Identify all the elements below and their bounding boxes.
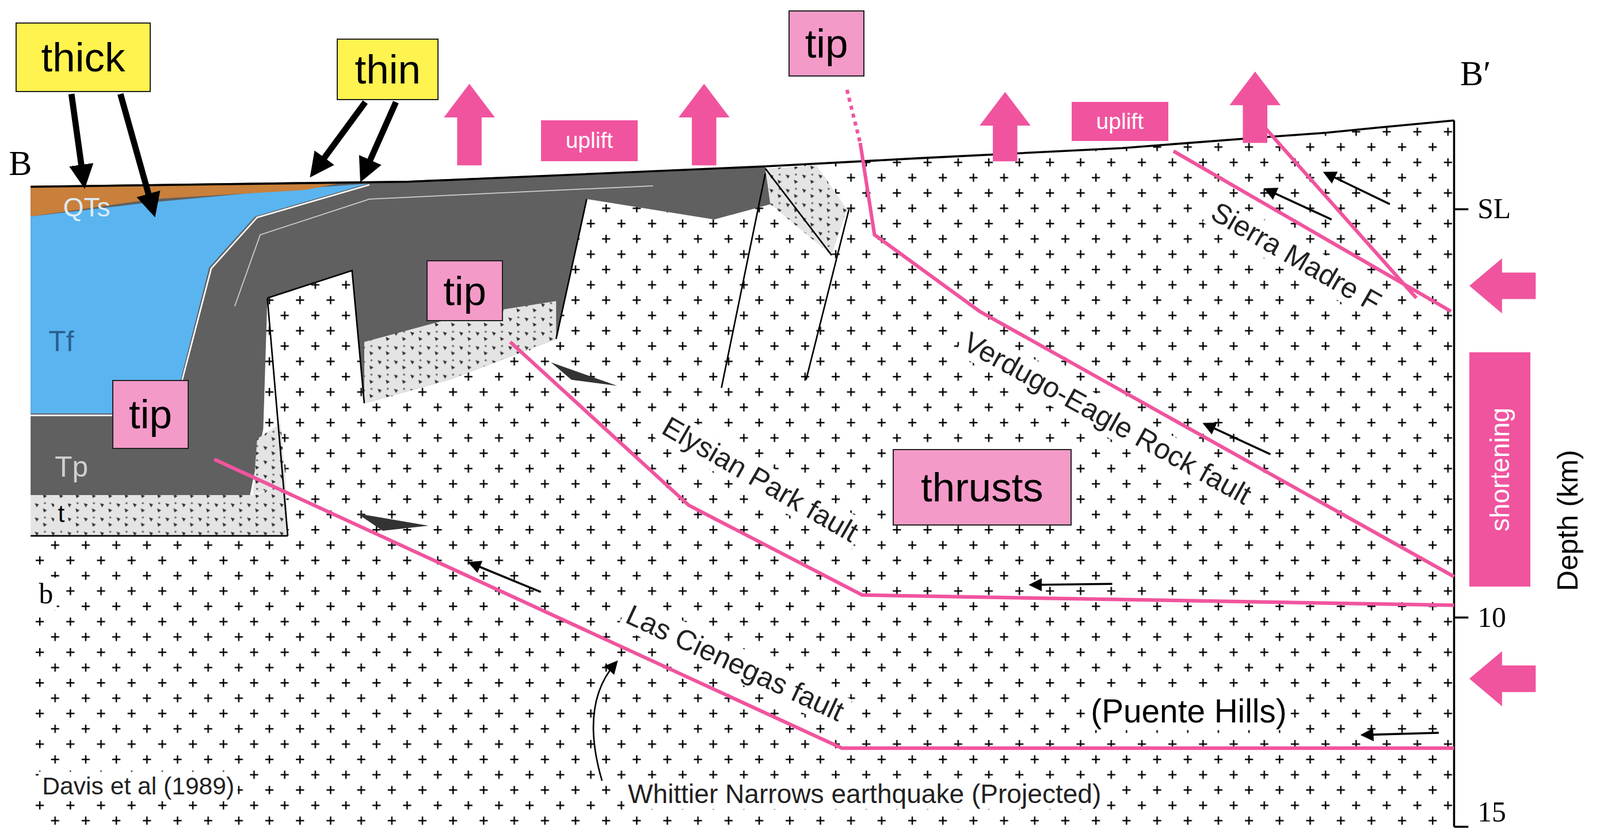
- section-label: QTs: [63, 191, 111, 223]
- callout-arrow: [363, 101, 396, 176]
- callout-box: tip: [788, 10, 864, 77]
- slip-arrow: [1032, 583, 1112, 585]
- fault-tip-dotted: [847, 89, 861, 143]
- slip-arrow: [1326, 173, 1390, 204]
- fault-line: [509, 341, 1454, 605]
- callout-text: thrusts: [920, 463, 1044, 512]
- slip-arrow: [1364, 732, 1439, 735]
- slip-arrow: [1206, 424, 1271, 455]
- callout-arrow: [314, 101, 366, 172]
- section-label: Tp: [54, 450, 89, 484]
- slip-arrow: [471, 563, 542, 593]
- callout-text: thick: [41, 33, 126, 82]
- uplift-arrow: [1229, 71, 1281, 143]
- section-label: B′: [1460, 53, 1491, 94]
- section-label: B: [8, 143, 32, 184]
- callout-box: thin: [336, 38, 439, 100]
- slip-arrows: [471, 173, 1439, 735]
- callout-arrows: [71, 93, 396, 211]
- callout-text: shortening: [1484, 407, 1516, 532]
- slip-arrow: [1267, 189, 1332, 220]
- breccia-layer: [765, 165, 848, 255]
- thrust-tooth: [550, 362, 617, 386]
- section-label: b: [35, 577, 57, 611]
- section-label: Depth (km): [1552, 450, 1586, 592]
- pink-block-arrows: [443, 71, 1536, 707]
- callout-box: thrusts: [892, 448, 1072, 526]
- contact-line: [30, 184, 370, 416]
- section-label: Davis et al (1989): [38, 771, 238, 800]
- callout-text: thin: [355, 46, 421, 94]
- callout-box: uplift: [1071, 101, 1169, 142]
- callout-arrow: [71, 93, 84, 182]
- callout-box: thick: [15, 22, 152, 93]
- vertical-callout-box: shortening: [1469, 352, 1531, 588]
- topography-line: [30, 120, 1454, 187]
- block-outline: [30, 168, 849, 536]
- fault-line: [1173, 150, 1451, 311]
- callout-arrow: [120, 93, 154, 211]
- callout-box: uplift: [541, 120, 638, 162]
- uplift-arrow: [678, 83, 730, 166]
- tp-unit: [30, 166, 771, 495]
- shortening-arrow: [1469, 650, 1536, 707]
- callout-text: tip: [805, 20, 849, 68]
- section-label: 15: [1477, 795, 1507, 829]
- breccia-layer: [30, 481, 288, 536]
- uplift-arrow: [979, 92, 1031, 162]
- section-label: Whittier Narrows earthquake (Projected): [624, 778, 1105, 810]
- fault-line: [860, 142, 1455, 577]
- section-label: Tf: [48, 325, 74, 358]
- leader-arrow: [593, 663, 616, 782]
- breccia-unit: [30, 165, 847, 536]
- shortening-arrow: [1469, 258, 1536, 314]
- depth-axis: [1453, 120, 1469, 827]
- section-label: 10: [1477, 600, 1507, 634]
- section-label: SL: [1477, 192, 1511, 226]
- callout-box: tip: [112, 379, 189, 450]
- section-label: (Puente Hills): [1087, 692, 1290, 730]
- callout-text: tip: [443, 267, 487, 315]
- callout-text: uplift: [1096, 108, 1144, 135]
- basement-unit: [30, 120, 1454, 827]
- section-label: t: [54, 498, 68, 528]
- callout-text: tip: [128, 390, 173, 438]
- callout-box: tip: [426, 260, 504, 322]
- fault-traces: [214, 89, 1454, 749]
- callout-text: uplift: [565, 127, 613, 154]
- basement-ground: [30, 120, 1454, 827]
- basement-pattern: [30, 120, 1454, 827]
- tf-unit: [30, 183, 368, 414]
- uplift-arrow: [443, 83, 495, 166]
